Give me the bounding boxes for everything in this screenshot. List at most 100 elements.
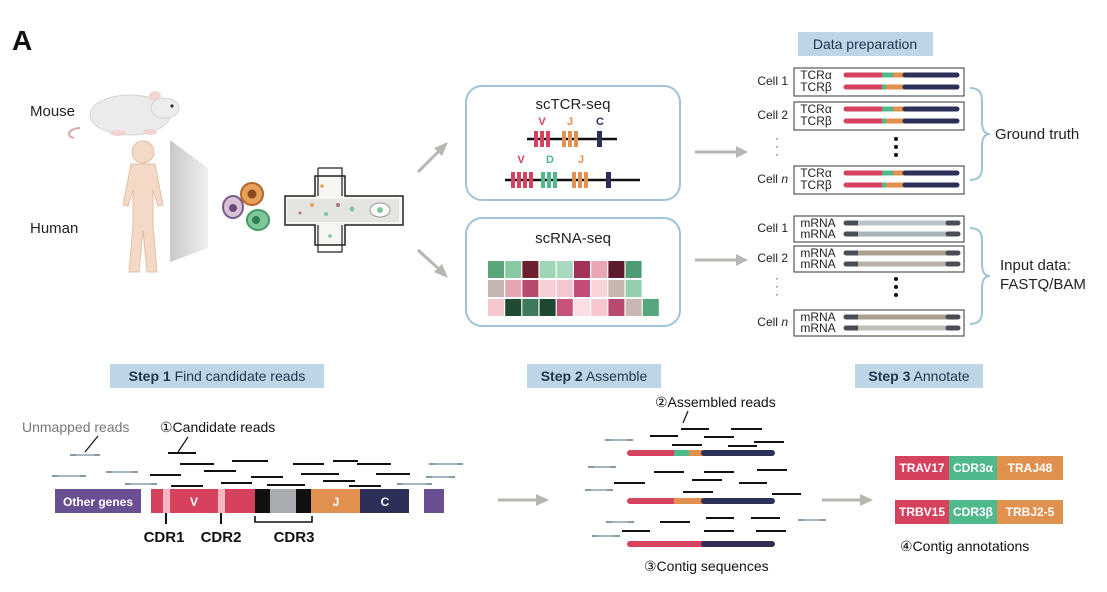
alpha-c-label: C: [596, 116, 604, 128]
heatmap-cell: [642, 299, 659, 316]
unmapped-reads-label: Unmapped reads: [22, 419, 129, 435]
input-data-label-2: FASTQ/BAM: [1000, 276, 1086, 293]
tcr-chain-label: TCRα: [800, 166, 832, 180]
step2-reads: [585, 428, 826, 537]
candidate-pointer: [177, 436, 189, 453]
cell-dots-5: ·: [775, 279, 779, 293]
cdr3-gray: [270, 489, 296, 513]
step2-title: Step 2 Assemble: [541, 368, 648, 384]
tcr-beta-locus: V D J: [505, 154, 640, 188]
ground-truth-brace: [969, 87, 991, 181]
sctcr-title: scTCR-seq: [535, 96, 610, 113]
cdr3-label: CDR3: [274, 529, 315, 546]
heatmap-cell: [574, 280, 590, 297]
heatmap-cell: [574, 261, 590, 278]
heatmap-cell: [505, 261, 522, 278]
cdr3b-label: CDR3β: [953, 505, 993, 519]
cdr1-region: [163, 489, 170, 513]
mrna-row-label: mRNA: [800, 216, 835, 230]
j-segment: [311, 489, 360, 513]
arrow-step2-to-step3: [822, 494, 873, 506]
contig-annotations-label: ④Contig annotations: [900, 538, 1029, 554]
heatmap-cell: [625, 280, 642, 297]
heatmap-cell: [556, 261, 573, 278]
heatmap-cell: [539, 280, 556, 297]
alpha-v-label: V: [538, 116, 546, 128]
step1-title: Step 1 Find candidate reads: [129, 368, 306, 384]
step3-title: Step 3 Annotate: [868, 368, 969, 384]
contig-sequences: [627, 450, 775, 547]
arrow-to-sctcr: [416, 142, 448, 174]
heatmap-cell: [574, 299, 590, 316]
cdr2-label: CDR2: [201, 529, 242, 546]
heatmap-cell: [608, 280, 625, 297]
mrna-row-label: mRNA: [800, 310, 835, 324]
step1-header: [110, 364, 324, 388]
input-data-label-1: Input data:: [1000, 257, 1071, 274]
cell-dots-4: ·: [775, 271, 779, 285]
human-icon: [122, 140, 164, 273]
tcr-cell-label: Cell 2: [757, 108, 788, 122]
cell-dots-1: ·: [775, 131, 779, 145]
annotation-row-beta: TRBV15 CDR3β TRBJ2-5: [895, 500, 1063, 524]
scrna-heatmap: [488, 261, 659, 316]
v-label: V: [190, 495, 198, 509]
mouse-label: Mouse: [30, 103, 75, 120]
cdr3a-label: CDR3α: [953, 461, 994, 475]
cell-dots-3: ·: [775, 147, 779, 161]
sctcr-box: [465, 85, 681, 201]
ellipsis-dots: [894, 137, 898, 297]
c-label: C: [381, 495, 390, 509]
tcr-chain-label: TCRβ: [800, 114, 832, 128]
mouse-icon: [67, 91, 180, 139]
beta-j-label: J: [578, 154, 584, 166]
heatmap-cell: [556, 299, 573, 316]
cdr3-dark-right: [296, 489, 311, 513]
data-prep-title: Data preparation: [813, 36, 917, 52]
tcr-chain-label: TCRα: [800, 102, 832, 116]
cell-cluster-icon: [222, 182, 270, 231]
annotation-row-alpha: TRAV17 CDR3α TRAJ48: [895, 456, 1063, 480]
alpha-j-label: J: [567, 116, 573, 128]
beta-d-label: D: [546, 154, 554, 166]
heatmap-cell: [625, 261, 642, 278]
heatmap-cell: [505, 280, 522, 297]
arrow-scrna-to-prep: [695, 254, 748, 266]
ground-truth-label: Ground truth: [995, 126, 1079, 143]
heatmap-cell: [608, 261, 625, 278]
beta-v-label: V: [517, 154, 525, 166]
other-genes-label: Other genes: [63, 495, 133, 509]
cdr3-bracket: [254, 516, 313, 523]
genome-bar: Other genes V J C: [55, 489, 444, 513]
trbj-label: TRBJ2-5: [1006, 505, 1055, 519]
panel-letter: A: [12, 25, 32, 56]
heatmap-cell: [488, 280, 504, 297]
cdr2-region: [218, 489, 225, 513]
mrna-row-label: mRNA: [800, 246, 835, 260]
tcr-chain-label: TCRβ: [800, 80, 832, 94]
arrow-to-scrna: [416, 248, 448, 278]
data-prep-header: [798, 32, 933, 56]
heatmap-cell: [608, 299, 625, 316]
tcr-chain-label: TCRβ: [800, 178, 832, 192]
heatmap-cell: [522, 280, 539, 297]
heatmap-cell: [591, 261, 608, 278]
microfluidic-chip-icon: [284, 167, 404, 253]
heatmap-cell: [539, 261, 556, 278]
assembled-reads-label: ②Assembled reads: [655, 394, 776, 410]
heatmap-cell: [539, 299, 556, 316]
light-beam: [170, 140, 208, 262]
tcr-alpha-locus: V J C: [527, 116, 617, 147]
scrna-title: scRNA-seq: [535, 230, 611, 247]
trbv-label: TRBV15: [899, 505, 945, 519]
mrna-row-label: mRNA: [800, 257, 835, 271]
mrna-row-label: mRNA: [800, 321, 835, 335]
heatmap-cell: [591, 280, 608, 297]
j-label: J: [333, 495, 340, 509]
trav-label: TRAV17: [899, 461, 944, 475]
mrna-cell-label: Cell 1: [757, 221, 788, 235]
